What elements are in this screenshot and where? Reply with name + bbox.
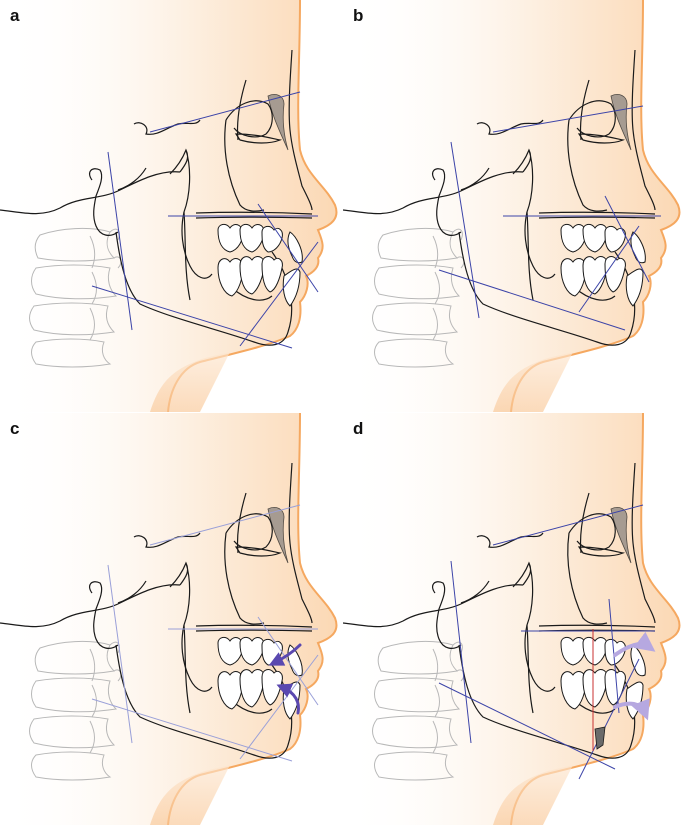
panel-label-d: d <box>353 419 364 438</box>
lower-lip-arrow <box>613 698 650 721</box>
cephalometric-diagram-b <box>343 0 681 412</box>
panel-d: d <box>343 413 685 825</box>
cephalometric-diagram-d <box>343 413 681 825</box>
maxillary-incisor-arrow <box>268 643 302 666</box>
upper-lip-arrow <box>613 631 656 657</box>
mandibular-incisor-arrow <box>276 683 300 715</box>
panel-label-b: b <box>353 6 364 25</box>
cephalometric-diagram-a <box>0 0 338 412</box>
reference-lines-c <box>91 504 319 762</box>
panel-a: a <box>0 0 342 412</box>
panel-label-a: a <box>10 6 20 25</box>
reference-lines-b <box>438 105 661 331</box>
chin-wedge <box>594 726 606 750</box>
reference-lines-a <box>91 91 319 349</box>
cephalometric-diagram-c <box>0 413 338 825</box>
panel-label-c: c <box>10 419 20 438</box>
movement-arrows-c <box>268 643 302 715</box>
panel-c: c <box>0 413 342 825</box>
soft-tissue-arrows-d <box>613 631 656 721</box>
panel-b: b <box>343 0 685 412</box>
